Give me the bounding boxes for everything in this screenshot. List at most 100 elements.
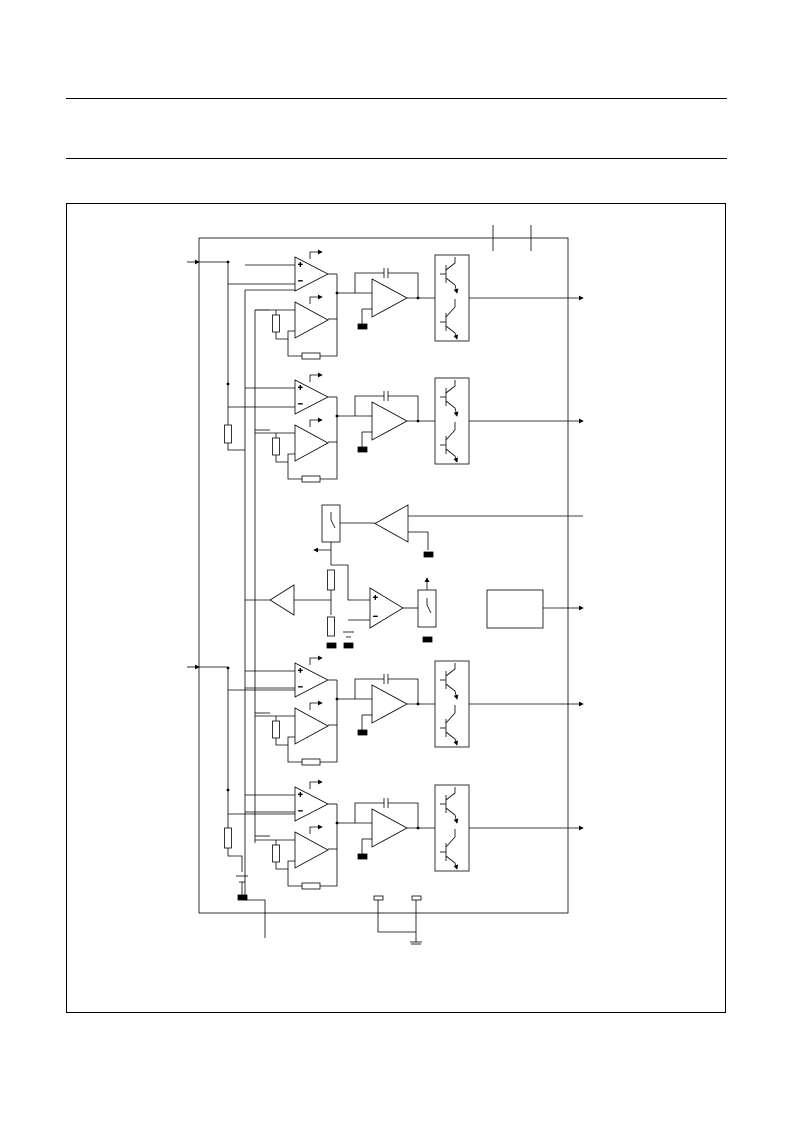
wire [320, 804, 338, 887]
ground-icon [357, 853, 368, 860]
ground-icon [357, 446, 368, 453]
wire [388, 395, 419, 421]
junction-dot [226, 382, 230, 386]
header-rule-top [66, 98, 727, 99]
wire [287, 339, 302, 357]
plus-sign: + [373, 593, 378, 602]
plus-sign: + [298, 383, 303, 392]
resistor-icon [327, 569, 335, 591]
minus-sign: − [298, 807, 303, 816]
wire [294, 590, 332, 601]
channel-1: +− [228, 249, 584, 360]
output-stage-box [434, 784, 470, 872]
buffer-icon [269, 584, 295, 616]
comparator-icon [294, 424, 329, 462]
resistor-icon [301, 475, 321, 483]
resistor-icon [301, 352, 321, 360]
resistor-icon [224, 827, 232, 849]
bottom-pins [242, 895, 422, 945]
wire [320, 397, 338, 480]
comparator-icon [294, 831, 329, 869]
output-stage-box [434, 660, 470, 748]
comparator-icon [374, 504, 409, 543]
wire [388, 678, 419, 704]
comparator-icon [294, 662, 329, 698]
resistor-icon [272, 720, 280, 739]
wire [331, 564, 370, 601]
wire [287, 745, 302, 763]
header-rule-bottom [66, 158, 727, 159]
ic-boundary [198, 237, 569, 914]
minus-sign: − [298, 277, 303, 286]
channel-3: +− [228, 655, 584, 766]
transistor-collector [445, 663, 456, 677]
pin [411, 895, 422, 901]
minus-sign: − [373, 612, 378, 621]
resistor-icon [224, 424, 232, 444]
wire [199, 261, 229, 420]
bias-arrow [309, 700, 323, 710]
transistor-collector [445, 257, 456, 271]
transistor-collector [445, 380, 456, 394]
comparator-icon [294, 256, 329, 292]
integrator-icon [371, 278, 408, 318]
middle-section: +− [269, 504, 584, 649]
ground-icon [237, 894, 248, 901]
channel-2: +− [228, 372, 584, 483]
switch-icon [426, 598, 432, 614]
integrator-icon [371, 401, 408, 441]
resistor-icon [272, 437, 280, 456]
wire [388, 802, 419, 828]
transistor-emitter [445, 855, 459, 870]
bias-arrow [309, 372, 323, 382]
figure-frame [66, 203, 726, 1013]
bias-arrow [309, 294, 323, 304]
bias-arrow [309, 249, 323, 259]
wire [354, 395, 384, 416]
transistor-emitter [445, 448, 459, 463]
transistor-emitter [445, 683, 459, 700]
comparator-icon [294, 707, 329, 745]
resistor-icon [272, 844, 280, 863]
ground-icon [326, 642, 337, 649]
bias-arrow [309, 655, 323, 665]
comparator-icon [294, 786, 329, 822]
junction-dot [226, 666, 230, 670]
resistor-icon [301, 882, 321, 890]
bias-arrow [309, 417, 323, 427]
channel-4: +− [228, 779, 584, 890]
wire [320, 274, 338, 357]
minus-sign: − [298, 400, 303, 409]
transistor-collector [445, 787, 456, 801]
plus-sign: + [298, 790, 303, 799]
plus-sign: + [298, 666, 303, 675]
transistor-collector [445, 705, 456, 724]
junction-dot [226, 260, 230, 264]
comparator-icon [369, 587, 404, 629]
wire [313, 542, 332, 553]
transistor-emitter [445, 325, 459, 340]
ground-icon [422, 636, 433, 643]
wire [287, 869, 302, 887]
transistor-emitter [445, 731, 459, 746]
comparator-icon [294, 301, 329, 339]
output-stage-box [434, 254, 470, 342]
integrator-icon [371, 684, 408, 724]
output-stage-box [434, 377, 470, 465]
transistor-collector [445, 299, 456, 318]
ground-icon [423, 551, 434, 558]
wire [287, 462, 302, 480]
wire [320, 680, 338, 763]
diagram-root: +−+−+−+−+− [187, 225, 584, 945]
junction-dot [226, 788, 230, 792]
resistor-icon [272, 314, 280, 333]
wire [388, 272, 419, 298]
pin [373, 895, 384, 901]
comparator-icon [294, 379, 329, 415]
transistor-emitter [445, 807, 459, 824]
bias-arrow [309, 824, 323, 834]
transistor-collector [445, 422, 456, 441]
wire [354, 678, 384, 699]
input-rails [187, 259, 295, 901]
